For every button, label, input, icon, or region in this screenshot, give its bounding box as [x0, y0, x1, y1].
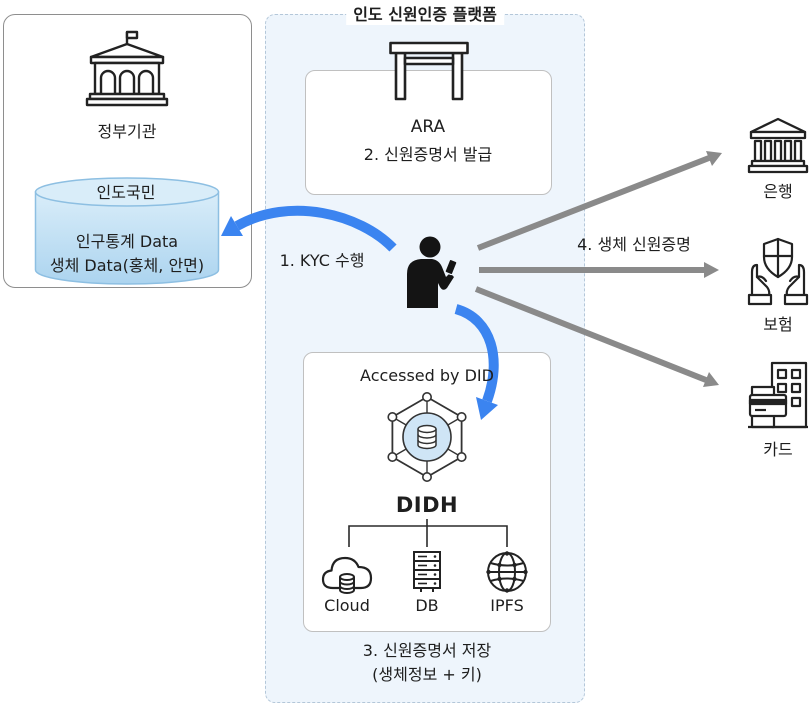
storage-step-label: 3. 신원증명서 저장 [362, 641, 492, 660]
insurance-shield-hands-icon [747, 237, 809, 306]
citizen-database-cylinder [34, 177, 220, 285]
verify-arrow-card [474, 286, 719, 387]
storage-label-ipfs: IPFS [490, 596, 524, 615]
government-label: 정부기관 [97, 122, 157, 141]
verifier-label-bank: 은행 [763, 182, 793, 201]
hexagon-network-database-icon [387, 392, 467, 483]
cloud-database-icon [321, 556, 373, 594]
ara-step-label: 2. 신원증명서 발급 [363, 145, 493, 164]
verifier-label-card: 카드 [763, 440, 793, 459]
citizen-db-title: 인도국민 [96, 183, 156, 202]
didh-access-header: Accessed by DID [360, 366, 494, 385]
kyc-step-label: 1. KYC 수행 [279, 251, 365, 270]
storage-label-db: DB [415, 596, 439, 615]
database-icon [417, 424, 437, 450]
verifier-label-insurance: 보험 [763, 315, 793, 334]
network-nodes [387, 392, 467, 483]
store-credential-arrow [454, 304, 499, 420]
server-rack-icon [413, 551, 441, 592]
didh-storage-connectors [348, 519, 508, 547]
person-with-phone-icon [407, 236, 458, 308]
citizen-db-biometric-line: 생체 Data(홍체, 안면) [49, 256, 205, 275]
kyc-arrow [221, 205, 397, 252]
card-building-icon [748, 361, 808, 429]
government-building-icon [85, 30, 169, 107]
storage-step-detail: (생체정보 + 키) [372, 665, 482, 684]
verification-step-label: 4. 생체 신원증명 [577, 235, 691, 254]
bank-icon [747, 117, 809, 174]
citizen-db-demographic-line: 인구통계 Data [75, 232, 179, 251]
platform-title: 인도 신원인증 플랫폼 [346, 5, 504, 25]
verify-arrow-insurance [479, 262, 719, 278]
storage-label-cloud: Cloud [324, 596, 370, 615]
didh-name: DIDH [395, 493, 459, 517]
globe-network-icon [486, 551, 528, 593]
ara-title: ARA [410, 117, 446, 137]
verify-arrow-bank [476, 151, 722, 251]
ara-panel [305, 70, 552, 195]
gate-icon [389, 41, 469, 101]
